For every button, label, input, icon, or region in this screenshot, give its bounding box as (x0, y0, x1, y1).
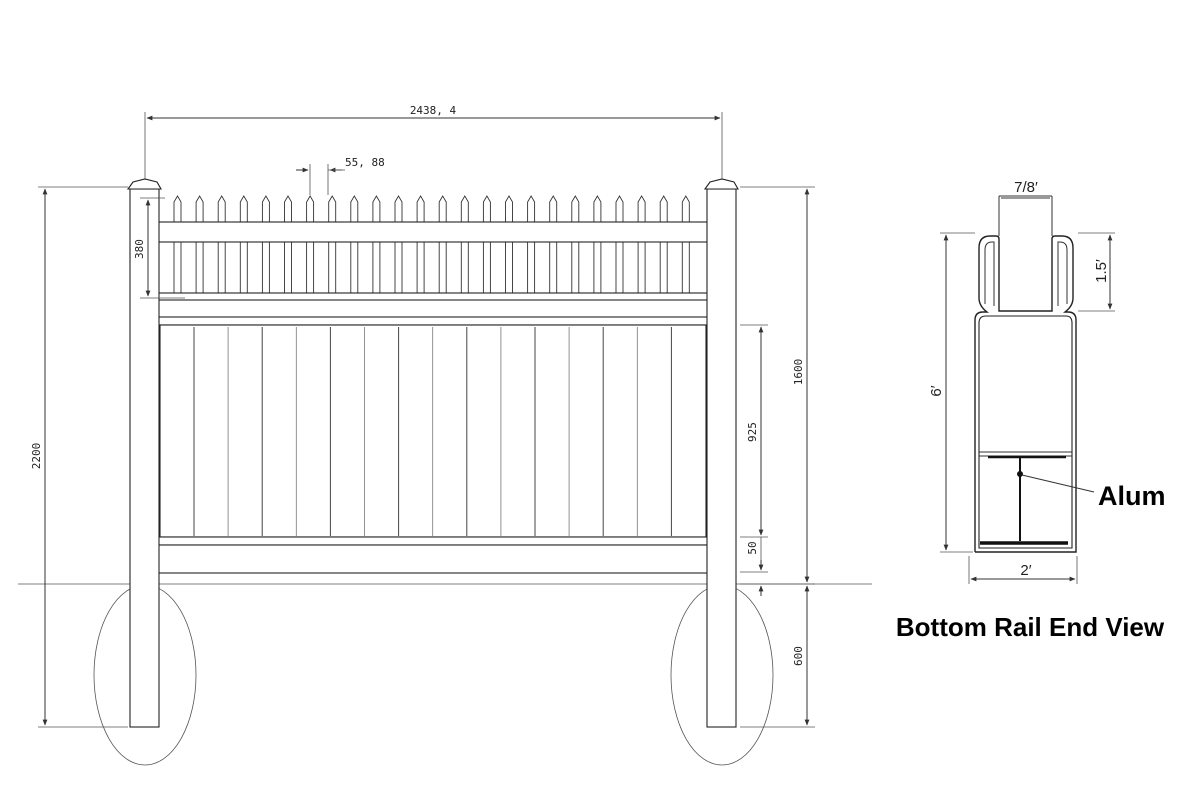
picket (615, 195, 624, 300)
picket (571, 195, 580, 300)
section-caption: Bottom Rail End View (896, 612, 1165, 642)
picket (394, 195, 403, 300)
alum-label: Alum (1098, 481, 1166, 511)
bottom-rail-lower (157, 544, 709, 574)
rail-profile-inner (978, 315, 1073, 549)
board-height-label: 925 (746, 422, 759, 442)
picket (593, 195, 602, 300)
middle-rail (157, 316, 709, 326)
bottom-rail (157, 536, 709, 546)
overall-height-label: 6′ (928, 385, 945, 396)
picket (306, 195, 315, 300)
picket (681, 195, 690, 300)
right-post (706, 188, 737, 728)
picket (284, 195, 292, 300)
picket (659, 195, 668, 300)
picket (328, 195, 337, 300)
picket-group (173, 195, 690, 300)
picket (482, 195, 491, 300)
top-height-label: 1.5′ (1093, 259, 1110, 283)
aluminum-insert (980, 455, 1068, 545)
elevation-dimensions: 2438, 4 55, 88 380 2200 1600 925 50 (30, 104, 815, 728)
picket (527, 195, 536, 300)
picket (372, 195, 381, 300)
picket (261, 195, 270, 300)
picket-spacing-label: 55, 88 (345, 156, 385, 169)
lattice-top-rail (157, 221, 709, 243)
lattice-bottom-rail (157, 292, 709, 301)
picket (549, 195, 558, 300)
bottom-width-label: 2′ (1020, 562, 1031, 579)
width-dimension-label: 2438, 4 (410, 104, 457, 117)
picket (438, 195, 447, 300)
right-post-cap (703, 178, 739, 190)
lattice-height-label: 380 (133, 239, 146, 259)
board-group (193, 327, 672, 536)
bottom-gap-label: 50 (746, 541, 759, 554)
fence-panel (126, 178, 739, 728)
top-width-label: 7/8′ (1014, 179, 1038, 196)
rail-profile-outer (974, 235, 1077, 553)
picket (173, 195, 182, 300)
picket (239, 195, 248, 300)
picket (460, 195, 469, 300)
total-height-label: 2200 (30, 443, 43, 470)
picket (416, 195, 425, 300)
rail-section: Alum 7/8′ 1.5′ 6′ 2′ Bottom Rail End Vie… (896, 179, 1166, 642)
picket (195, 195, 204, 300)
alum-leader (1021, 474, 1095, 493)
picket (505, 195, 513, 300)
picket (217, 195, 226, 300)
left-post (129, 188, 160, 728)
fence-height-label: 1600 (792, 359, 805, 386)
left-post-cap (126, 178, 162, 190)
picket (350, 195, 359, 300)
picket (637, 195, 646, 300)
depth-label: 600 (792, 646, 805, 666)
